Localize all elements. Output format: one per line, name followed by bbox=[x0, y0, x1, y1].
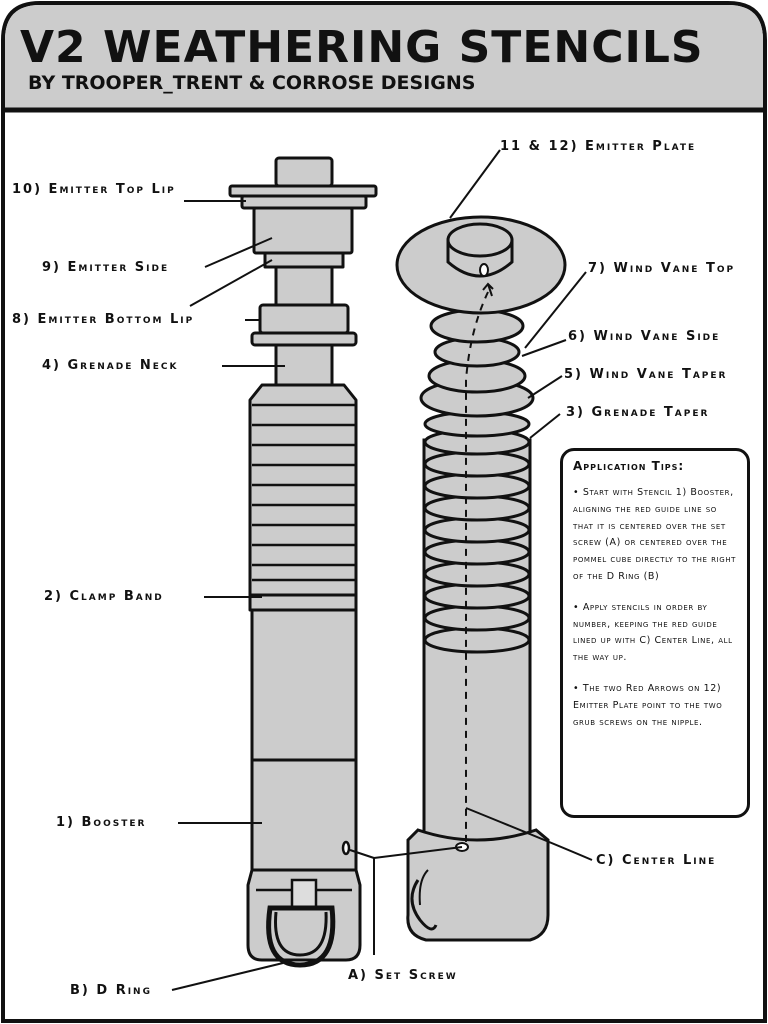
label-grenade-neck: 4) Grenade Neck bbox=[42, 358, 179, 373]
booster bbox=[250, 608, 358, 762]
page-subtitle: BY TROOPER_TRENT & CORROSE DESIGNS bbox=[28, 72, 476, 94]
body-lower bbox=[250, 758, 358, 872]
label-wind-vane-top: 7) Wind Vane Top bbox=[588, 261, 736, 276]
emitter-nipple bbox=[274, 156, 334, 188]
tip-item: • Apply stencils in order by number, kee… bbox=[573, 601, 733, 664]
application-tips-box: Application Tips: • Start with Stencil 1… bbox=[560, 448, 750, 818]
label-wind-vane-taper: 5) Wind Vane Taper bbox=[564, 367, 728, 382]
label-clamp-band: 2) Clamp Band bbox=[44, 589, 164, 604]
booster-upper bbox=[248, 593, 358, 612]
tip-item: • Start with Stencil 1) Booster, alignin… bbox=[573, 487, 737, 582]
label-emitter-plate: 11 & 12) Emitter Plate bbox=[500, 139, 697, 154]
emitter-side bbox=[252, 206, 354, 255]
set-screw-mark bbox=[341, 840, 351, 856]
label-set-screw: A) Set Screw bbox=[348, 968, 458, 983]
header-band bbox=[5, 5, 763, 108]
d-ring bbox=[266, 905, 336, 968]
tips-title: Application Tips: bbox=[573, 459, 685, 473]
label-booster: 1) Booster bbox=[56, 815, 147, 830]
label-wind-vane-side: 6) Wind Vane Side bbox=[568, 329, 721, 344]
emitter-bottom-lip bbox=[258, 303, 350, 335]
right-pommel bbox=[406, 828, 550, 942]
label-emitter-side: 9) Emitter Side bbox=[42, 260, 170, 275]
leader-lines bbox=[171, 149, 593, 991]
tip-item: • The two Red Arrows on 12) Emitter Plat… bbox=[573, 682, 723, 728]
label-emitter-bottom-lip: 8) Emitter Bottom Lip bbox=[12, 312, 195, 327]
label-d-ring: B) D Ring bbox=[70, 983, 152, 998]
clamp-band bbox=[248, 383, 358, 597]
page-title: V2 WEATHERING STENCILS bbox=[20, 22, 704, 73]
label-emitter-top-lip: 10) Emitter Top Lip bbox=[12, 182, 176, 197]
label-grenade-taper: 3) Grenade Taper bbox=[566, 405, 710, 420]
label-center-line: C) Center Line bbox=[596, 853, 717, 868]
wind-vane-top bbox=[429, 308, 525, 344]
